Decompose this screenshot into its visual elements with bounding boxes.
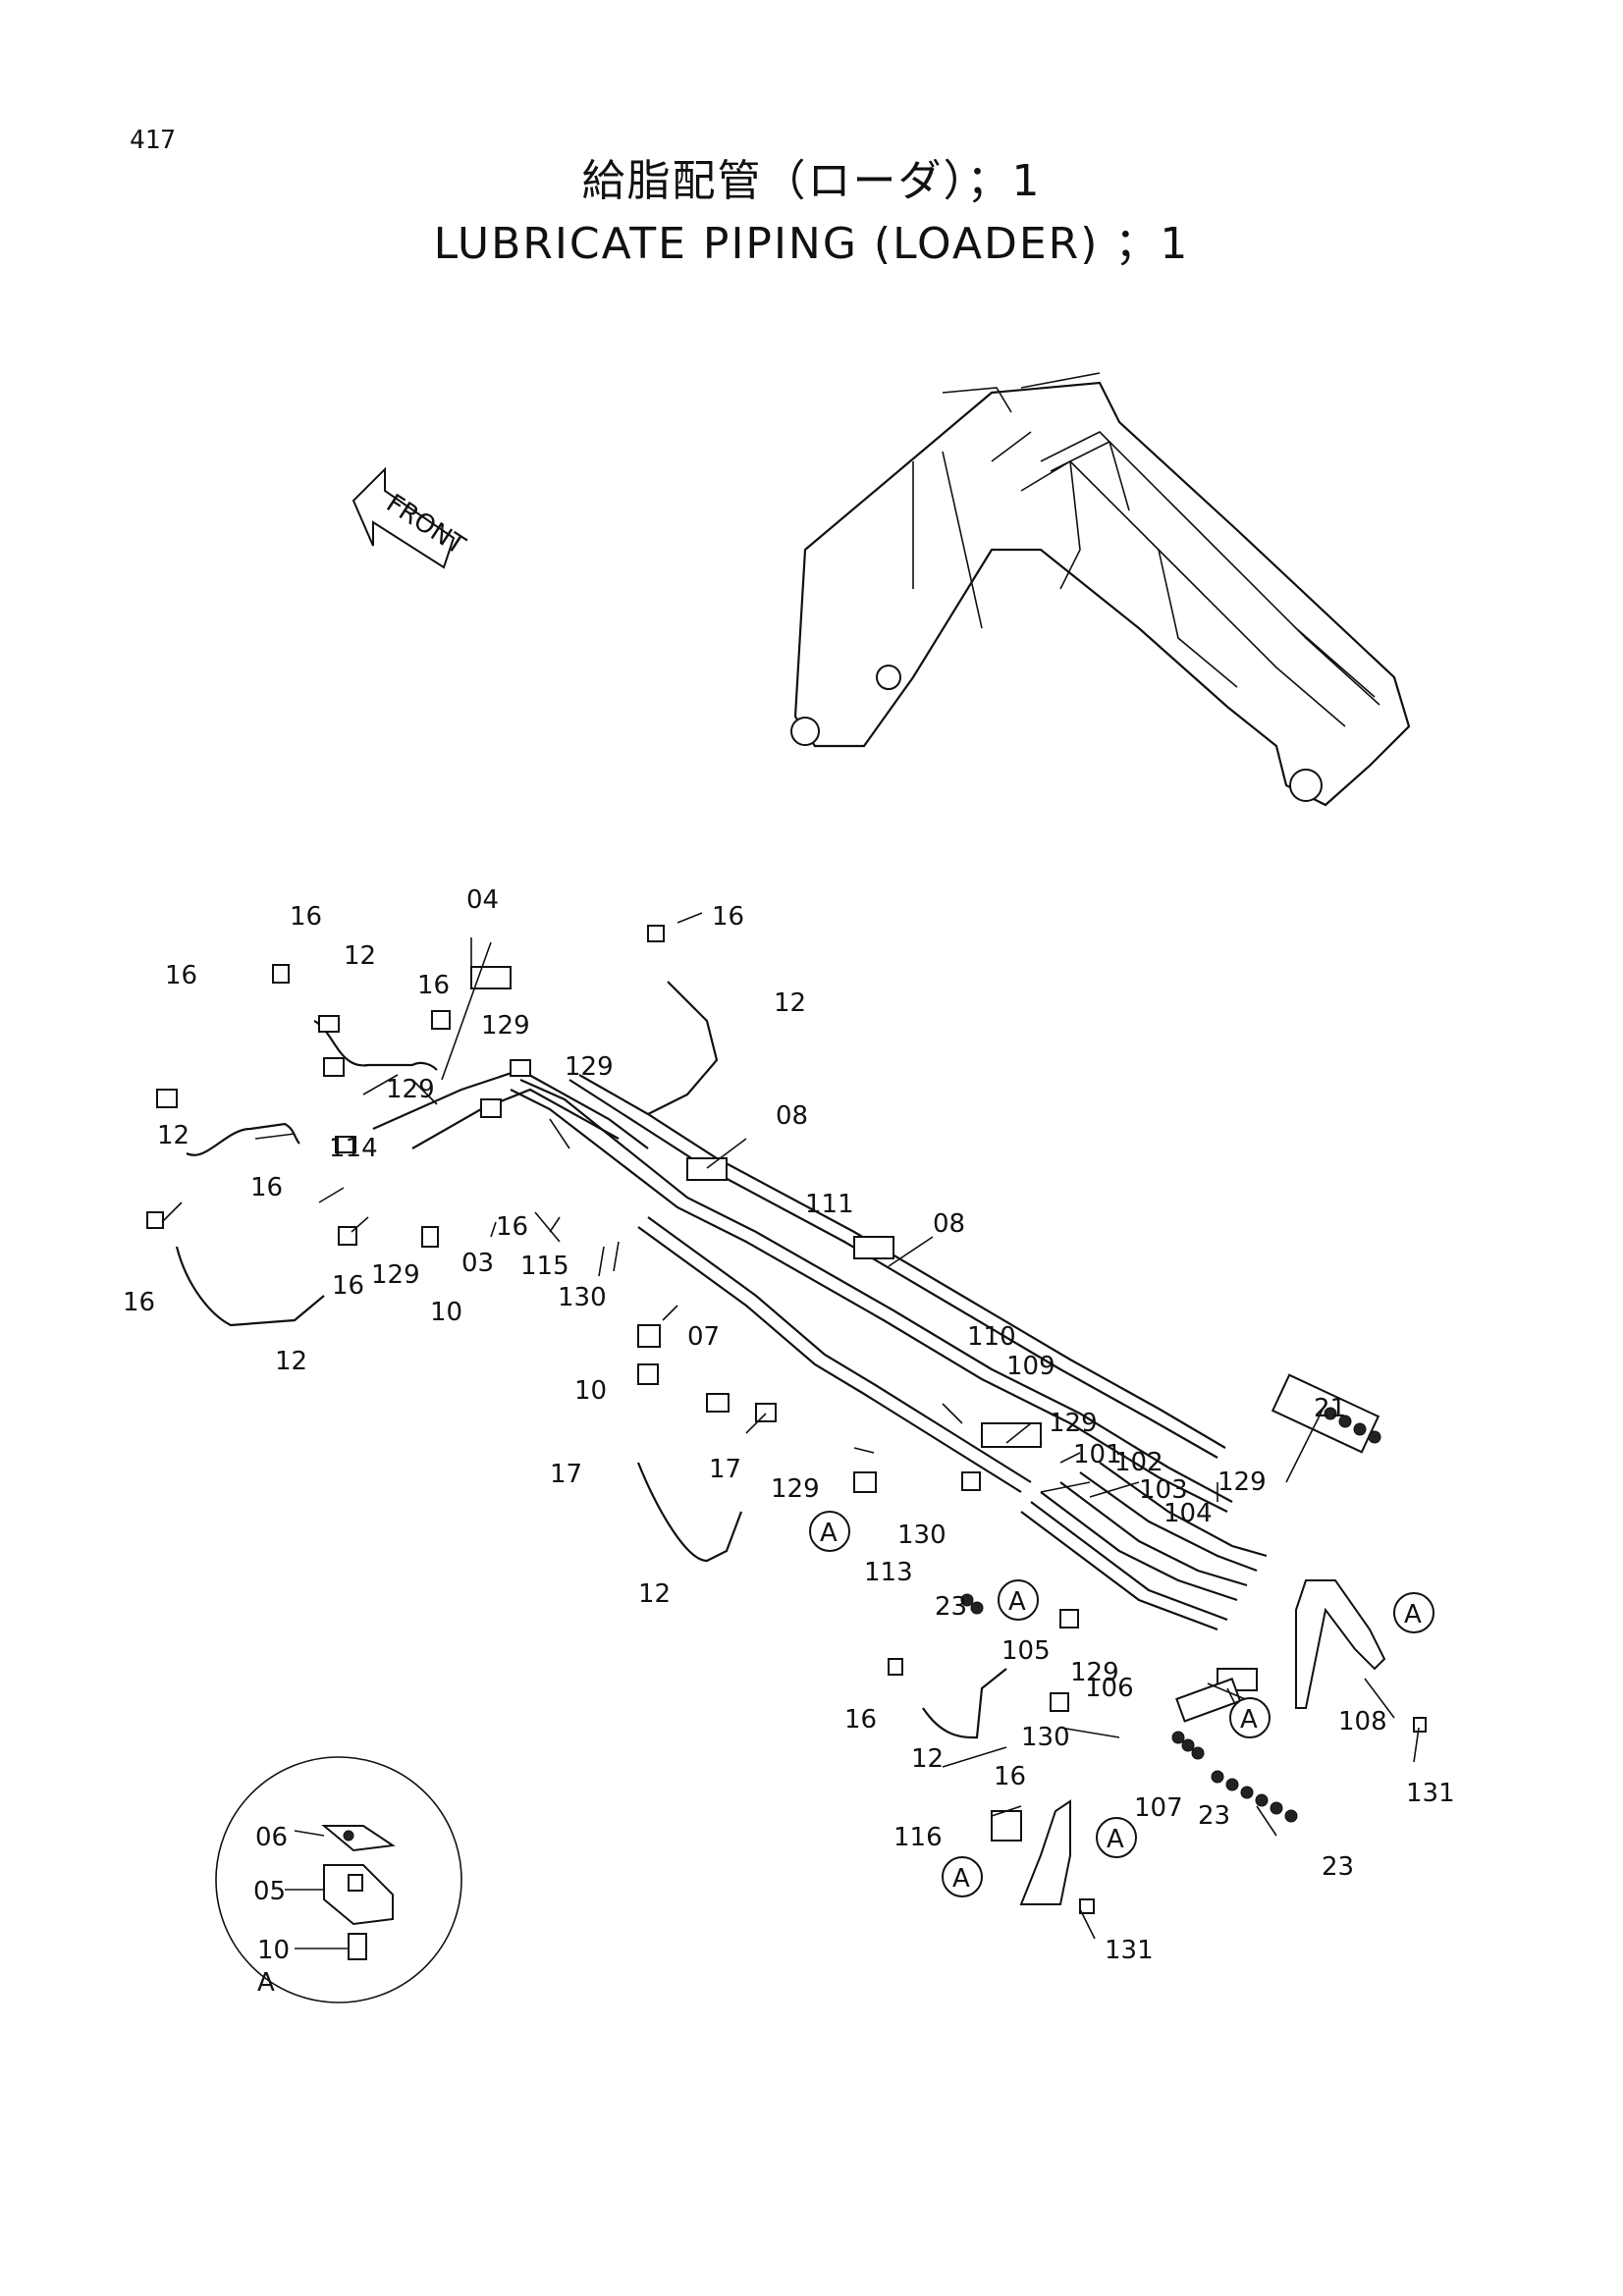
part-callouts: 04 08 08 03 07 06 05 10 A 10 10 12 12 12… (123, 885, 1455, 1998)
callout-104: 104 (1163, 1499, 1213, 1528)
callout-101: 101 (1073, 1440, 1122, 1469)
callout-107: 107 (1134, 1793, 1183, 1823)
svg-text:A: A (1008, 1587, 1026, 1617)
callout-129: 129 (771, 1474, 820, 1504)
page-number: 417 (130, 126, 176, 155)
callout-03: 03 (461, 1249, 494, 1278)
callout-16: 16 (290, 902, 322, 932)
callout-129: 129 (565, 1052, 614, 1082)
callout-12: 12 (344, 941, 376, 971)
callout-08: 08 (933, 1209, 965, 1239)
callout-23: 23 (1322, 1852, 1354, 1882)
callout-16: 16 (994, 1762, 1026, 1791)
callout-08: 08 (776, 1101, 808, 1131)
callout-16: 16 (417, 971, 450, 1000)
callout-12: 12 (638, 1579, 671, 1609)
callout-106: 106 (1085, 1674, 1134, 1703)
fittings (146, 925, 1427, 1914)
svg-text:A: A (952, 1864, 970, 1894)
callout-12: 12 (157, 1121, 189, 1150)
callout-16: 16 (250, 1173, 283, 1202)
callout-12: 12 (911, 1744, 944, 1774)
callout-23: 23 (1198, 1801, 1230, 1831)
callout-04: 04 (466, 885, 499, 915)
callout-103: 103 (1139, 1475, 1188, 1505)
callout-131: 131 (1406, 1779, 1455, 1808)
callout-12: 12 (774, 988, 806, 1018)
callout-115: 115 (520, 1252, 569, 1281)
callout-110: 110 (967, 1322, 1016, 1352)
callout-23: 23 (935, 1592, 967, 1622)
callout-17: 17 (550, 1460, 582, 1489)
callout-129: 129 (1049, 1409, 1098, 1438)
callout-129: 129 (1217, 1468, 1267, 1497)
callout-130: 130 (1021, 1723, 1070, 1752)
svg-text:A: A (820, 1519, 838, 1548)
loader-arm-overview (790, 372, 1411, 807)
front-arrow-icon: FRONT (352, 466, 470, 569)
title-english: LUBRICATE PIPING (LOADER) ；1 (433, 219, 1190, 269)
callout-131: 131 (1105, 1936, 1154, 1965)
callout-12: 12 (275, 1347, 307, 1376)
svg-text:A: A (1107, 1825, 1124, 1854)
svg-text:A: A (1404, 1600, 1422, 1629)
callout-16: 16 (332, 1271, 364, 1301)
callout-16: 16 (123, 1288, 155, 1317)
callout-114: 114 (329, 1134, 378, 1163)
callout-16: 16 (844, 1705, 877, 1735)
callout-16: 16 (165, 961, 197, 990)
callout-129: 129 (386, 1075, 435, 1104)
callout-17: 17 (709, 1455, 741, 1484)
callout-05: 05 (253, 1877, 286, 1906)
callout-102: 102 (1114, 1448, 1163, 1477)
detail-view-a (215, 1756, 462, 2003)
title-japanese: 給脂配管（ローダ）；1 (581, 156, 1042, 206)
callout-129: 129 (1070, 1658, 1119, 1687)
callout-10: 10 (430, 1298, 462, 1327)
callout-10: 10 (257, 1936, 290, 1965)
svg-text:A: A (1240, 1705, 1258, 1735)
callout-16: 16 (496, 1212, 528, 1242)
pipe-bundle (372, 1068, 1268, 1631)
callout-129: 129 (481, 1011, 530, 1041)
callout-108: 108 (1338, 1707, 1387, 1736)
callout-130: 130 (897, 1521, 947, 1550)
hoses (175, 981, 1007, 1739)
callout-129: 129 (371, 1260, 420, 1290)
callout-113: 113 (864, 1558, 913, 1587)
callout-130: 130 (558, 1283, 607, 1312)
grease-nipples (960, 1407, 1381, 1823)
callout-10: 10 (574, 1376, 607, 1406)
callout-109: 109 (1006, 1352, 1055, 1381)
callout-105: 105 (1001, 1636, 1051, 1666)
detail-markers: A A A A A A (809, 1511, 1434, 1897)
callout-16: 16 (712, 902, 744, 932)
callout-111: 111 (805, 1190, 854, 1219)
callout-21: 21 (1314, 1394, 1346, 1423)
leader-lines (161, 912, 1420, 1940)
callout-07: 07 (687, 1322, 720, 1352)
detail-label: A (257, 1968, 275, 1998)
callout-06: 06 (255, 1823, 288, 1852)
callout-116: 116 (893, 1823, 943, 1852)
